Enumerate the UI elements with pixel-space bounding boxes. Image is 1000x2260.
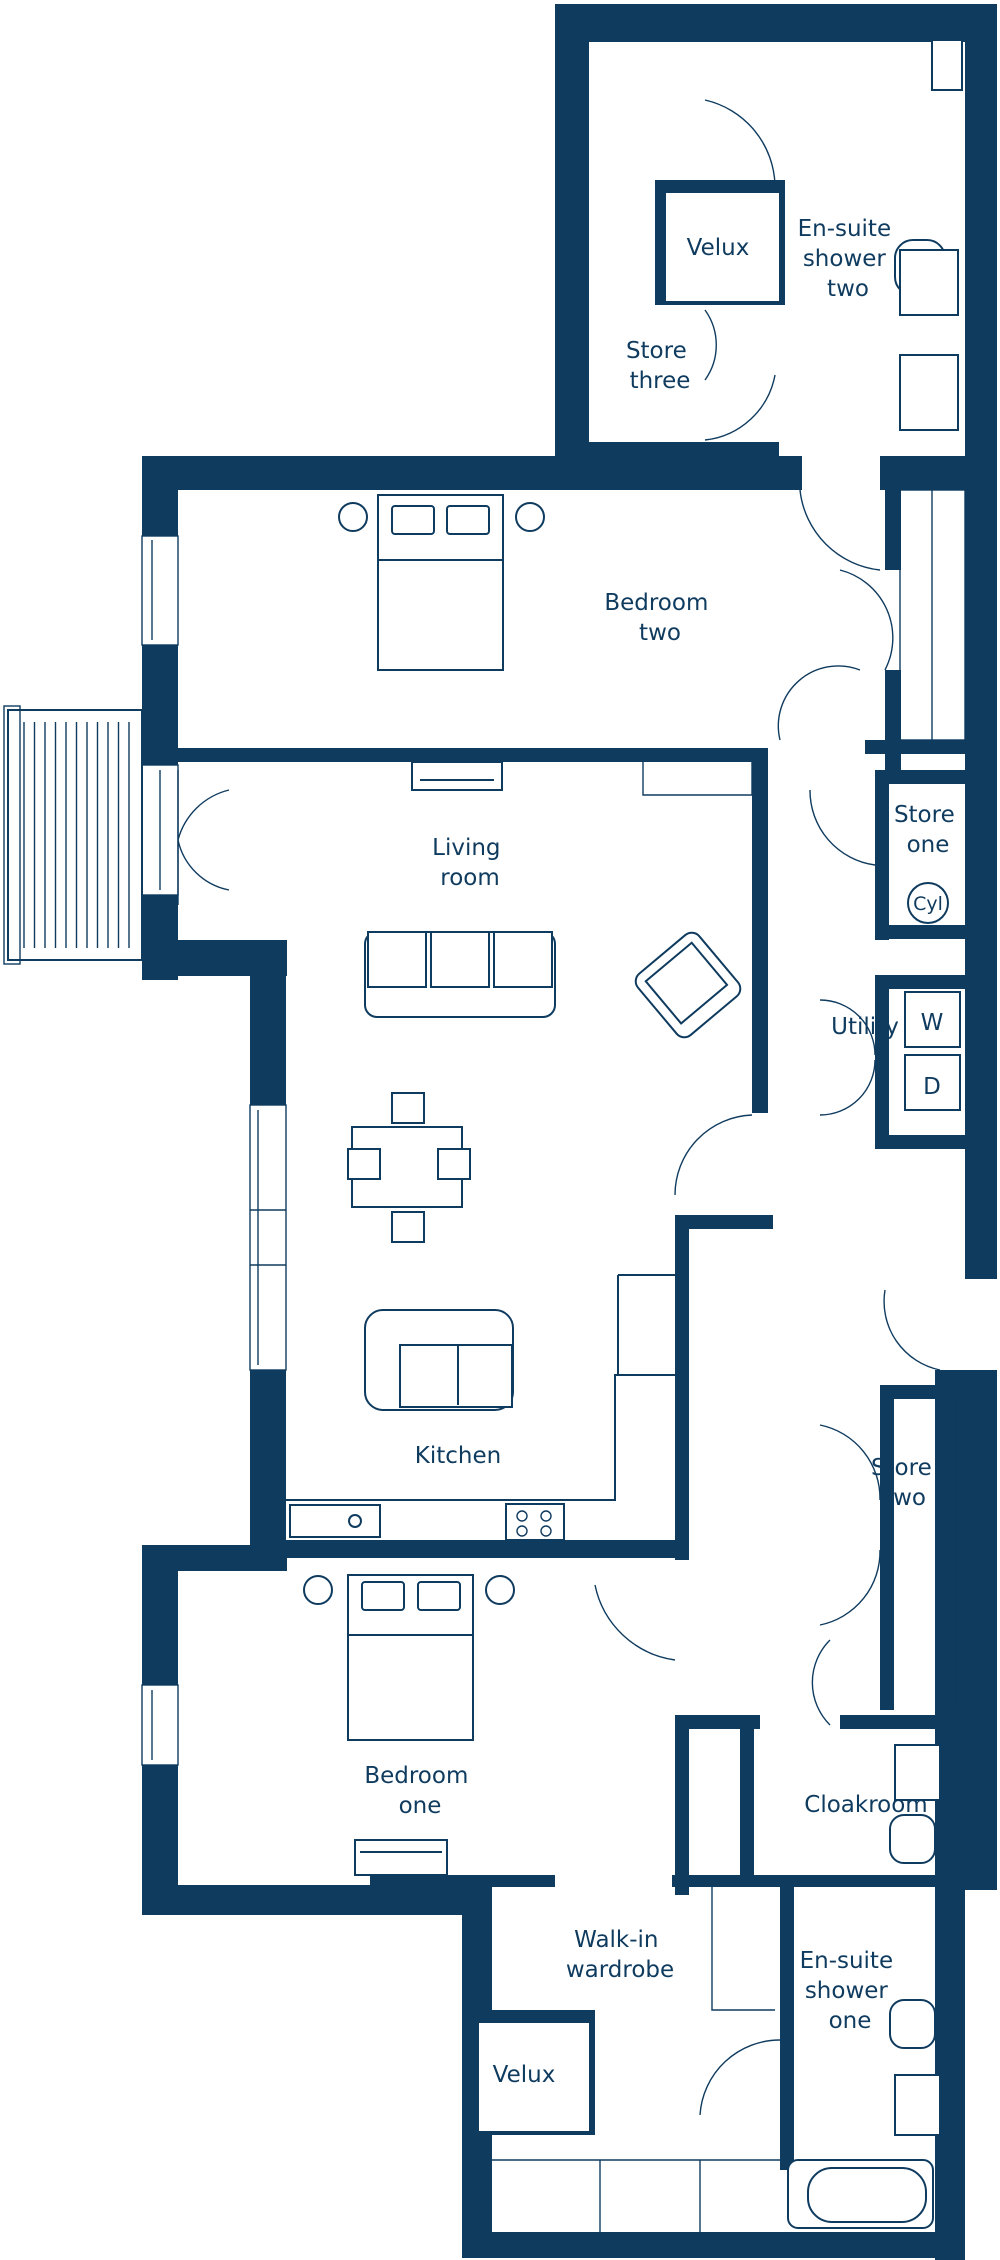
label-utility: Utility <box>831 1014 899 1040</box>
label-living-room: Living room <box>432 835 508 891</box>
label-kitchen: Kitchen <box>415 1443 501 1469</box>
label-walkin-wardrobe: Walk-in wardrobe <box>566 1927 674 1983</box>
label-dryer: D <box>923 1074 941 1100</box>
label-store-three: Store three <box>626 338 694 394</box>
balcony <box>3 705 143 965</box>
label-bedroom-one: Bedroom one <box>364 1763 475 1819</box>
label-cloakroom: Cloakroom <box>804 1792 927 1818</box>
label-velux-bottom: Velux <box>493 2062 556 2088</box>
room-labels: En-suite shower two Velux Store three Be… <box>364 216 962 2088</box>
walls <box>142 4 997 2260</box>
label-ensuite-one: En-suite shower one <box>800 1948 901 2034</box>
label-velux-top: Velux <box>687 235 750 261</box>
label-store-two: Store two <box>871 1455 939 1511</box>
windows <box>141 535 287 1766</box>
label-ensuite-two: En-suite shower two <box>798 216 899 302</box>
label-cylinder: Cyl <box>913 893 943 915</box>
label-store-one: Store one <box>894 802 962 858</box>
label-washer: W <box>921 1010 944 1036</box>
label-bedroom-two: Bedroom two <box>604 590 715 646</box>
doors <box>177 99 941 2116</box>
furniture <box>286 39 966 2232</box>
